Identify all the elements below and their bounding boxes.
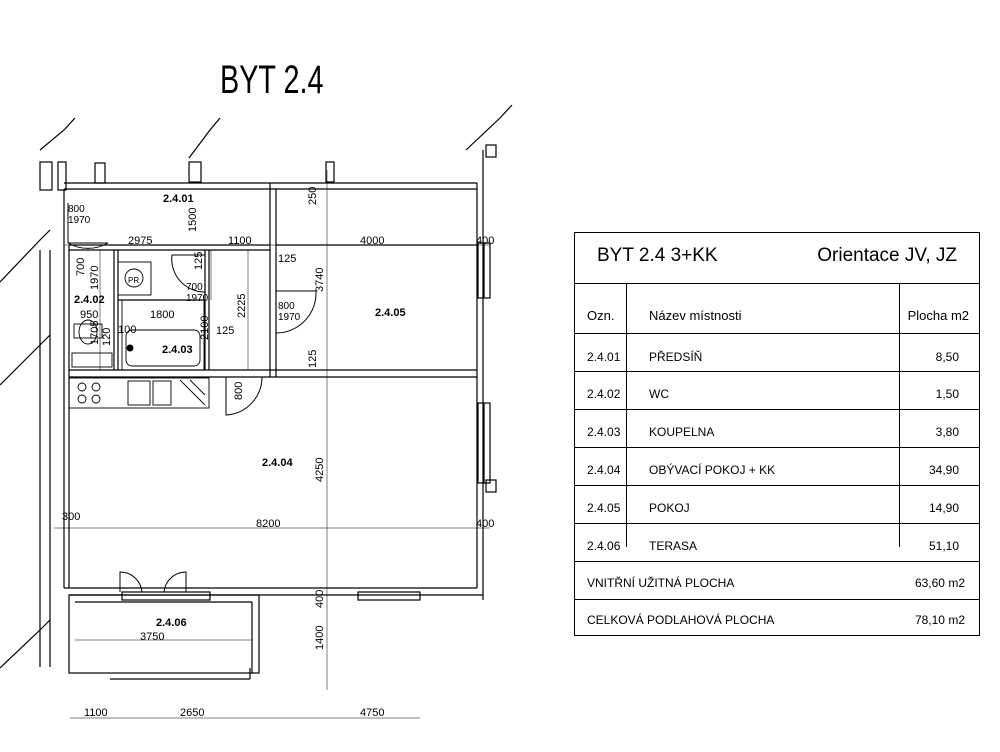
room-label: 2.4.02	[74, 294, 105, 306]
room-label: 2.4.03	[162, 344, 193, 356]
dimension-value: 1970	[89, 266, 101, 290]
room-label: 2.4.05	[375, 307, 406, 319]
total-label: CELKOVÁ PODLAHOVÁ PLOCHA	[587, 613, 775, 627]
dimension-value: 120	[101, 328, 113, 346]
fixture-label: PR	[128, 276, 139, 285]
row-area: 14,90	[928, 501, 959, 515]
dimension-value: 1500	[187, 208, 199, 232]
total-value: 78,10 m2	[914, 613, 965, 627]
dimension-value: 4000	[360, 235, 384, 247]
dimension-value: 1800	[150, 309, 174, 321]
total-label: VNITŘNÍ UŽITNÁ PLOCHA	[587, 576, 735, 590]
dimension-value: 4750	[360, 707, 384, 719]
doors	[67, 203, 317, 593]
room-label: 2.4.06	[156, 617, 187, 629]
dimension-value: 125	[193, 252, 205, 270]
row-code: 2.4.02	[587, 387, 621, 401]
room-label: 2.4.04	[262, 457, 293, 469]
row-area: 3,80	[935, 425, 959, 439]
row-name: TERASA	[649, 539, 698, 553]
dimension-value: 700	[75, 258, 87, 276]
dimension-value: 400	[314, 590, 326, 608]
column-headers: Ozn. Název místnosti Plocha m2	[575, 284, 979, 334]
dimension-value: 800	[68, 204, 85, 215]
table-row: 2.4.06 TERASA 51,10	[575, 524, 979, 562]
table-row: 2.4.01 PŘEDSÍŇ 8,50	[575, 334, 979, 372]
dimension-value: 300	[62, 511, 80, 523]
column-divider	[626, 284, 627, 547]
col-name-header: Název místnosti	[649, 308, 742, 323]
row-code: 2.4.05	[587, 501, 621, 515]
dimension-value: 125	[216, 325, 234, 337]
column-divider	[899, 284, 900, 547]
room-label: 2.4.01	[163, 193, 194, 205]
dimension-texts: 2975 1100 4000 400 1800 950 100 125 125 …	[62, 235, 494, 719]
dimension-lines	[54, 170, 490, 719]
table-header: BYT 2.4 3+KK Orientace JV, JZ	[575, 233, 979, 284]
row-area: 8,50	[935, 350, 959, 364]
total-row-usable: VNITŘNÍ UŽITNÁ PLOCHA 63,60 m2	[575, 561, 979, 599]
col-area-header: Plocha m2	[907, 308, 969, 323]
dimension-value: 800	[278, 301, 295, 312]
dimension-value: 4250	[314, 458, 326, 482]
page-title: BYT 2.4	[220, 58, 324, 102]
fixtures	[68, 261, 210, 409]
dimension-value: 1100	[84, 707, 108, 719]
row-name: WC	[649, 387, 669, 401]
dimension-value: 8200	[256, 518, 280, 530]
dimension-value: 100	[118, 324, 136, 336]
dimension-value: 400	[476, 518, 494, 530]
dimension-value: 1400	[314, 626, 326, 650]
table-row: 2.4.04 OBÝVACÍ POKOJ + KK 34,90	[575, 448, 979, 486]
row-code: 2.4.04	[587, 463, 621, 477]
table-row: 2.4.02 WC 1,50	[575, 372, 979, 410]
dimension-value: 1970	[68, 215, 91, 226]
dimension-value: 1970	[186, 293, 209, 304]
col-code-header: Ozn.	[587, 308, 615, 323]
apartment-type: BYT 2.4 3+KK	[597, 245, 718, 266]
dimension-value: 700	[186, 282, 203, 293]
dimension-texts-vertical: 250 1500 3740 125 125 2225 2100 4250 400…	[75, 187, 326, 650]
row-area: 51,10	[928, 539, 959, 553]
row-name: PŘEDSÍŇ	[649, 350, 703, 364]
row-code: 2.4.06	[587, 539, 621, 553]
row-area: 34,90	[928, 463, 959, 477]
room-schedule-table: BYT 2.4 3+KK Orientace JV, JZ Ozn. Název…	[574, 232, 980, 636]
row-code: 2.4.01	[587, 350, 621, 364]
table-row: 2.4.03 KOUPELNA 3,80	[575, 410, 979, 448]
dimension-value: 3740	[314, 268, 326, 292]
row-area: 1,50	[935, 387, 959, 401]
orientation: Orientace JV, JZ	[817, 245, 957, 266]
dimension-value: 250	[307, 187, 319, 205]
total-row-floor: CELKOVÁ PODLAHOVÁ PLOCHA 78,10 m2	[575, 599, 979, 636]
dimension-value: 1705	[89, 321, 101, 345]
dimension-value: 125	[278, 253, 296, 265]
dimension-value: 125	[307, 350, 319, 368]
dimension-value: 1970	[278, 312, 301, 323]
dimension-value: 2975	[128, 235, 152, 247]
row-code: 2.4.03	[587, 425, 621, 439]
dimension-value: 950	[80, 309, 98, 321]
door-dimension-texts: 800 1970 700 1970 800 1970	[68, 204, 301, 323]
table-row: 2.4.05 POKOJ 14,90	[575, 486, 979, 524]
row-name: KOUPELNA	[649, 425, 715, 439]
dimension-value: 2650	[180, 707, 204, 719]
row-name: OBÝVACÍ POKOJ + KK	[649, 463, 776, 477]
dimension-value: 800	[233, 382, 245, 400]
dimension-value: 2100	[199, 316, 211, 340]
dimension-value: 3750	[140, 631, 164, 643]
walls	[0, 104, 513, 680]
dimension-value: 2225	[236, 294, 248, 318]
total-value: 63,60 m2	[914, 576, 965, 590]
dimension-value: 400	[476, 235, 494, 247]
row-name: POKOJ	[649, 501, 690, 515]
dimension-value: 1100	[228, 235, 252, 247]
